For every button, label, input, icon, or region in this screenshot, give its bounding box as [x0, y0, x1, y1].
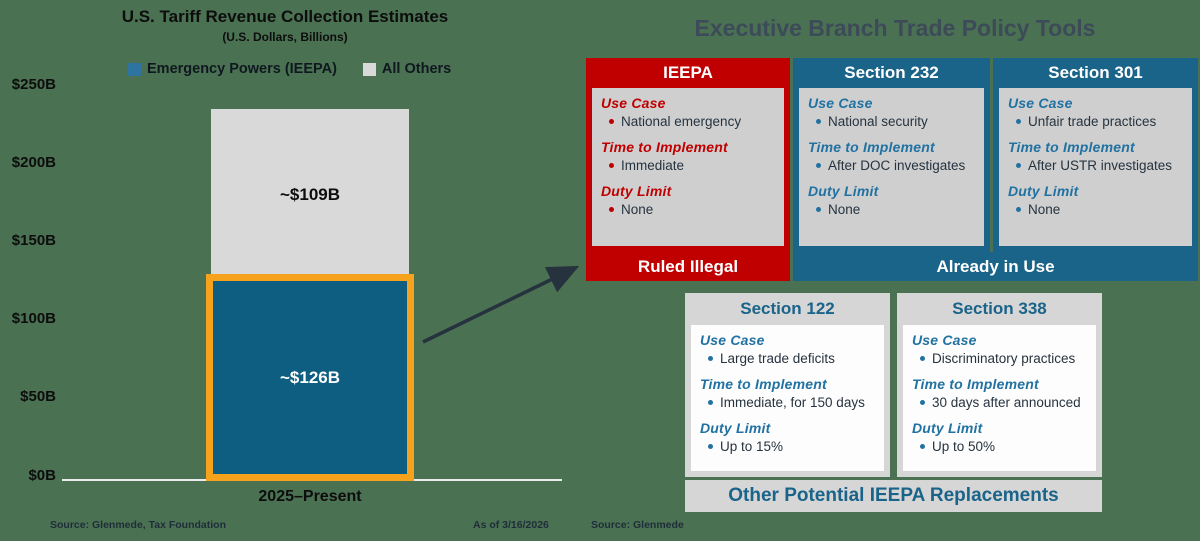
bullet-icon	[920, 356, 925, 361]
y-axis-tick: $50B	[20, 388, 56, 405]
duty-item: Up to 50%	[920, 439, 1087, 454]
duty-item: None	[609, 202, 775, 217]
time-item: 30 days after announced	[920, 395, 1087, 410]
use-case-heading: Use Case	[700, 332, 765, 348]
card-ieepa: IEEPA Use Case National emergency Time t…	[586, 58, 790, 252]
legend-label: All Others	[381, 61, 452, 77]
use-case-item: National emergency	[609, 114, 775, 129]
time-item: After DOC investigates	[816, 158, 975, 173]
bullet-icon	[920, 444, 925, 449]
card-section-122-title: Section 122	[685, 293, 890, 325]
use-case-item: Discriminatory practices	[920, 351, 1087, 366]
card-section-338: Section 338 Use Case Discriminatory prac…	[897, 293, 1102, 477]
card-section-232-title: Section 232	[793, 58, 990, 88]
time-heading: Time to Implement	[700, 376, 827, 392]
tools-title: Executive Branch Trade Policy Tools	[694, 15, 1096, 41]
y-axis-tick: $100B	[11, 310, 56, 327]
duty-heading: Duty Limit	[912, 420, 983, 436]
duty-heading: Duty Limit	[1008, 183, 1079, 199]
bullet-icon	[1016, 119, 1021, 124]
duty-item: None	[816, 202, 975, 217]
card-section-338-title: Section 338	[897, 293, 1102, 325]
chart-subtitle: (U.S. Dollars, Billions)	[222, 30, 348, 44]
arrow-icon	[422, 265, 580, 344]
duty-item: None	[1016, 202, 1183, 217]
y-axis-tick: $150B	[11, 232, 56, 249]
bullet-icon	[920, 400, 925, 405]
bullet-icon	[609, 163, 614, 168]
card-section-232-panel: Use Case National security Time to Imple…	[799, 88, 984, 246]
card-section-301: Section 301 Use Case Unfair trade practi…	[993, 58, 1198, 252]
duty-heading: Duty Limit	[700, 420, 771, 436]
bar-segment-all-others: ~$109B	[211, 109, 409, 281]
card-section-301-panel: Use Case Unfair trade practices Time to …	[999, 88, 1192, 246]
chart-source-note: Source: Glenmede, Tax Foundation	[50, 519, 226, 531]
banner-ieepa-replacements: Other Potential IEEPA Replacements	[685, 480, 1102, 512]
y-axis-tick: $0B	[28, 467, 56, 484]
bullet-icon	[816, 119, 821, 124]
time-item: Immediate	[609, 158, 775, 173]
tools-source-note: Source: Glenmede	[591, 519, 684, 531]
card-section-122-panel: Use Case Large trade deficits Time to Im…	[691, 325, 884, 471]
bullet-icon	[708, 356, 713, 361]
card-section-301-title: Section 301	[993, 58, 1198, 88]
banner-already-in-use: Already in Use	[793, 252, 1198, 281]
time-item: Immediate, for 150 days	[708, 395, 875, 410]
duty-heading: Duty Limit	[808, 183, 879, 199]
banner-ruled-illegal: Ruled Illegal	[586, 252, 790, 281]
legend-item-all-others: All Others	[362, 61, 452, 77]
card-section-232: Section 232 Use Case National security T…	[793, 58, 990, 252]
use-case-heading: Use Case	[1008, 95, 1073, 111]
legend-item-ieepa: Emergency Powers (IEEPA)	[128, 61, 337, 77]
time-heading: Time to Implement	[808, 139, 935, 155]
card-section-338-panel: Use Case Discriminatory practices Time t…	[903, 325, 1096, 471]
time-heading: Time to Implement	[601, 139, 728, 155]
legend-label: Emergency Powers (IEEPA)	[147, 61, 337, 77]
legend-swatch-ieepa-icon	[128, 62, 141, 76]
time-item: After USTR investigates	[1016, 158, 1183, 173]
bullet-icon	[1016, 207, 1021, 212]
use-case-item: Large trade deficits	[708, 351, 875, 366]
bullet-icon	[708, 400, 713, 405]
y-axis-tick: $200B	[11, 154, 56, 171]
use-case-heading: Use Case	[912, 332, 977, 348]
bullet-icon	[609, 119, 614, 124]
bullet-icon	[816, 207, 821, 212]
card-ieepa-panel: Use Case National emergency Time to Impl…	[592, 88, 784, 246]
card-ieepa-title: IEEPA	[586, 58, 790, 88]
chart-title: U.S. Tariff Revenue Collection Estimates	[121, 7, 449, 26]
chart-legend: Emergency Powers (IEEPA) All Others	[128, 61, 451, 77]
bar-segment-ieepa: ~$126B	[206, 274, 414, 481]
duty-heading: Duty Limit	[601, 183, 672, 199]
use-case-item: Unfair trade practices	[1016, 114, 1183, 129]
as-of-date: As of 3/16/2026	[473, 519, 549, 531]
bullet-icon	[708, 444, 713, 449]
x-axis-category-label: 2025–Present	[258, 488, 362, 505]
time-heading: Time to Implement	[912, 376, 1039, 392]
y-axis-tick: $250B	[11, 76, 56, 93]
bullet-icon	[609, 207, 614, 212]
duty-item: Up to 15%	[708, 439, 875, 454]
legend-swatch-others-icon	[362, 62, 376, 76]
card-section-122: Section 122 Use Case Large trade deficit…	[685, 293, 890, 477]
use-case-item: National security	[816, 114, 975, 129]
bullet-icon	[816, 163, 821, 168]
time-heading: Time to Implement	[1008, 139, 1135, 155]
use-case-heading: Use Case	[808, 95, 873, 111]
use-case-heading: Use Case	[601, 95, 666, 111]
bullet-icon	[1016, 163, 1021, 168]
